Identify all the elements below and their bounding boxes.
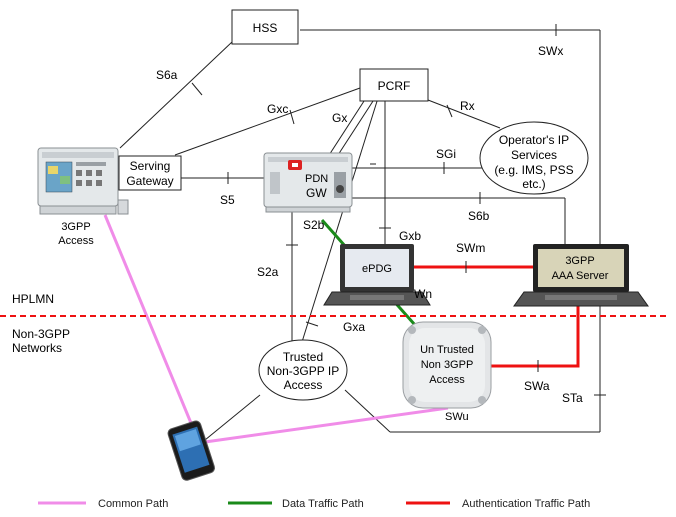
hss-box bbox=[231, 9, 299, 45]
operator-ip-line4: etc.) bbox=[522, 177, 545, 191]
pcrf-label: PCRF bbox=[378, 79, 411, 93]
pcrf-node[interactable]: PCRF bbox=[359, 68, 429, 102]
common-path-3gpp-ue bbox=[103, 214, 200, 441]
iface-gx: Gx bbox=[332, 111, 347, 125]
iface-swu: SWu bbox=[445, 411, 469, 423]
aaa-server-line2: AAA Server bbox=[552, 270, 609, 282]
serving-gateway-line1: Serving bbox=[130, 159, 171, 173]
iface-s5: S5 bbox=[220, 193, 235, 207]
epdg-label: ePDG bbox=[362, 263, 392, 275]
pdn-gw-line1: PDN bbox=[305, 173, 328, 185]
serving-gateway-box bbox=[118, 155, 182, 191]
iface-gxb: Gxb bbox=[399, 229, 421, 243]
link-gxa bbox=[301, 97, 379, 343]
pcrf-box bbox=[359, 68, 429, 102]
laptop-icon bbox=[513, 244, 649, 307]
pdn-gw-line2: GW bbox=[306, 186, 327, 200]
aaa-server-node[interactable]: 3GPP AAA Server bbox=[513, 244, 649, 307]
serving-gateway-node[interactable]: Serving Gateway bbox=[118, 155, 182, 191]
interface-labels: S6a SWx Gxc Gx Rx SGi S5 S6b S2b Gxb SWm… bbox=[156, 44, 583, 423]
legend-common: Common Path bbox=[98, 498, 168, 510]
connections bbox=[119, 24, 606, 441]
iface-swx: SWx bbox=[538, 44, 563, 58]
access-3gpp-node[interactable]: 3GPP Access bbox=[37, 147, 129, 247]
instrument-icon bbox=[263, 152, 353, 213]
tick-s6a bbox=[191, 82, 203, 96]
trusted-line2: Non-3GPP IP bbox=[267, 364, 339, 378]
iface-swn: Wn bbox=[414, 287, 432, 301]
auth-path-swa bbox=[490, 305, 580, 368]
iface-gxc: Gxc bbox=[267, 102, 288, 116]
pdn-gw-node[interactable]: PDN GW bbox=[263, 152, 353, 213]
access-3gpp-line2: Access bbox=[58, 235, 94, 247]
smartphone-node[interactable] bbox=[167, 420, 216, 482]
tick-rx bbox=[446, 104, 453, 118]
iface-sgi: SGi bbox=[436, 147, 456, 161]
link-sta-diag bbox=[344, 389, 391, 433]
common-path-ue-untrusted bbox=[204, 406, 449, 444]
link-s6a bbox=[119, 41, 233, 149]
serving-gateway-line2: Gateway bbox=[126, 174, 173, 188]
aaa-server-line1: 3GPP bbox=[565, 255, 594, 267]
trusted-ellipse bbox=[258, 339, 348, 401]
trusted-line3: Access bbox=[284, 378, 323, 392]
iface-s6b: S6b bbox=[468, 209, 490, 223]
link-gxc bbox=[174, 87, 361, 156]
trusted-non3gpp-node[interactable]: Trusted Non-3GPP IP Access bbox=[258, 339, 348, 401]
instrument-icon bbox=[37, 147, 129, 215]
operator-ip-services-node[interactable]: Operator's IP Services (e.g. IMS, PSS et… bbox=[479, 121, 589, 195]
link-gx bbox=[337, 97, 376, 156]
legend-data: Data Traffic Path bbox=[282, 498, 364, 510]
iface-sta: STa bbox=[562, 391, 583, 405]
iface-swa: SWa bbox=[524, 379, 550, 393]
untrusted-non3gpp-node[interactable]: Un Trusted Non 3GPP Access bbox=[402, 321, 492, 409]
untrusted-line3: Access bbox=[429, 374, 465, 386]
legend-auth: Authentication Traffic Path bbox=[462, 498, 590, 510]
region-hplmn: HPLMN bbox=[12, 292, 54, 306]
laptop-icon bbox=[323, 244, 431, 306]
hss-node[interactable]: HSS bbox=[231, 9, 299, 45]
operator-ip-line3: (e.g. IMS, PSS bbox=[494, 163, 573, 177]
operator-ip-line2: Services bbox=[511, 148, 557, 162]
legend: Common Path Data Traffic Path Authentica… bbox=[38, 498, 590, 510]
operator-ip-line1: Operator's IP bbox=[499, 133, 569, 147]
iface-swm: SWm bbox=[456, 241, 485, 255]
link-rx bbox=[427, 99, 501, 129]
operator-ip-ellipse bbox=[479, 121, 589, 195]
iface-s2a: S2a bbox=[257, 265, 279, 279]
tick-gxc bbox=[289, 109, 295, 125]
hss-label: HSS bbox=[253, 21, 278, 35]
untrusted-line2: Non 3GPP bbox=[421, 359, 474, 371]
epdg-node[interactable]: ePDG bbox=[323, 244, 431, 306]
access-point-icon bbox=[402, 321, 492, 409]
untrusted-line1: Un Trusted bbox=[420, 344, 474, 356]
access-3gpp-line1: 3GPP bbox=[61, 221, 90, 233]
tick-gxa bbox=[305, 321, 319, 327]
region-non3gpp-line1: Non-3GPP bbox=[12, 327, 70, 341]
iface-rx: Rx bbox=[460, 99, 475, 113]
iface-s2b: S2b bbox=[303, 218, 325, 232]
iface-gxa: Gxa bbox=[343, 320, 365, 334]
trusted-line1: Trusted bbox=[283, 350, 323, 364]
region-non3gpp-line2: Networks bbox=[12, 341, 62, 355]
link-trusted-ue bbox=[204, 394, 261, 441]
iface-s6a: S6a bbox=[156, 68, 178, 82]
smartphone-icon bbox=[167, 420, 215, 481]
